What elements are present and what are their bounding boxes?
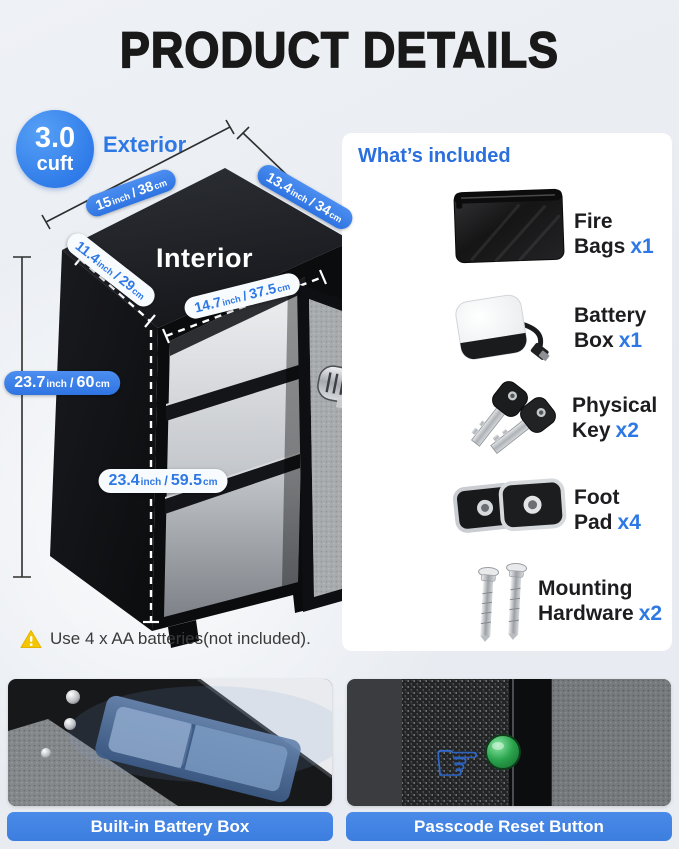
reset-button-photo: ☞: [347, 679, 671, 806]
item-count: x4: [617, 511, 641, 534]
battery-compartment-photo: [8, 679, 332, 806]
dim-cm-unit: cm: [95, 379, 110, 390]
capacity-value: 3.0: [34, 122, 76, 154]
item-count: x2: [615, 419, 639, 442]
dim-slash: /: [69, 375, 74, 390]
exterior-label: Exterior: [103, 132, 187, 157]
dim-cm-unit: cm: [152, 177, 169, 192]
dim-slash: /: [241, 288, 249, 304]
dim-in-value: 14.7: [192, 293, 223, 316]
item-count: x1: [618, 329, 643, 352]
item-count: x1: [630, 235, 654, 258]
foot-pad-icon: [452, 478, 567, 533]
item-name-line2: Bags: [574, 235, 626, 258]
battery-note-text: Use 4 x AA batteries(not included).: [50, 629, 311, 648]
caption-right-text: Passcode Reset Button: [414, 816, 604, 836]
battery-box-icon: [455, 294, 550, 361]
dim-cm-value: 60: [76, 374, 95, 391]
interior-label: Interior: [156, 243, 254, 273]
dim-cm-value: 37.5: [247, 279, 278, 302]
physical-key-icon: [471, 381, 556, 454]
dim-in-value: 23.4: [108, 472, 140, 489]
caption-passcode-reset-button: Passcode Reset Button: [346, 812, 672, 841]
dim-cm-value: 38: [135, 177, 156, 198]
capacity-unit: cuft: [36, 153, 74, 175]
dim-in-value: 15: [93, 192, 114, 214]
dim-in-unit: inch: [221, 293, 242, 308]
capacity-badge: 3.0 cuft: [16, 110, 94, 188]
item-name-line1: Mounting: [538, 577, 633, 600]
fire-bag-icon: [453, 188, 565, 264]
item-name-line2: Box: [574, 329, 614, 352]
item-name-line2: Hardware: [538, 602, 634, 625]
caption-built-in-battery-box: Built-in Battery Box: [7, 812, 333, 841]
item-name-line1: Fire: [574, 210, 613, 233]
item-count: x2: [638, 602, 663, 625]
dim-cm-unit: cm: [276, 281, 292, 295]
pointing-hand-icon: ☞: [433, 731, 481, 794]
mounting-hardware-icon: [478, 562, 528, 642]
caption-left-text: Built-in Battery Box: [90, 816, 250, 836]
dim-in-unit: inch: [140, 477, 162, 488]
page-title: PRODUCT DETAILS: [119, 20, 560, 79]
dim-in-value: 23.7: [14, 374, 46, 391]
dim-cm-unit: cm: [203, 477, 218, 488]
item-name-line1: Battery: [574, 304, 647, 327]
whats-included-heading: What’s included: [358, 145, 511, 167]
item-name-line1: Foot: [574, 486, 620, 509]
dim-in-unit: inch: [46, 379, 67, 390]
warning-triangle-icon: [20, 630, 42, 648]
dim-cm-value: 59.5: [170, 472, 203, 489]
dim-in-unit: inch: [288, 187, 310, 205]
item-name-line1: Physical: [572, 394, 658, 417]
battery-note: Use 4 x AA batteries(not included).: [20, 629, 311, 649]
item-name-line2: Pad: [574, 511, 613, 534]
dim-slash: /: [164, 473, 168, 488]
dim-cm-unit: cm: [327, 209, 344, 225]
dim-in-unit: inch: [110, 190, 132, 207]
item-name-line2: Key: [572, 419, 611, 442]
